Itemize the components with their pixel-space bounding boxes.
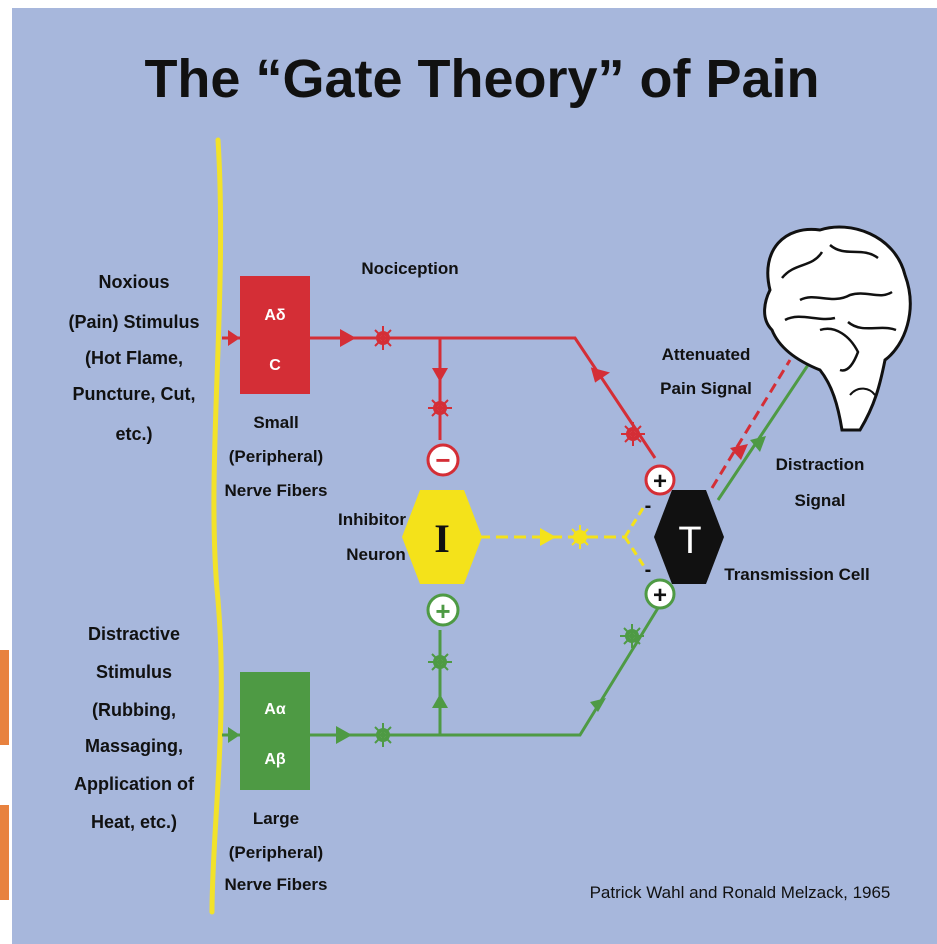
svg-text:Aβ: Aβ (264, 751, 286, 768)
svg-text:Puncture, Cut,: Puncture, Cut, (72, 384, 195, 404)
svg-text:Neuron: Neuron (346, 545, 406, 564)
svg-text:(Rubbing,: (Rubbing, (92, 700, 176, 720)
svg-text:(Peripheral): (Peripheral) (229, 843, 323, 862)
svg-text:Aδ: Aδ (264, 307, 286, 324)
svg-text:+: + (653, 582, 667, 609)
svg-text:C: C (269, 357, 281, 374)
diagram-title: The “Gate Theory” of Pain (144, 49, 819, 109)
svg-text:I: I (434, 516, 450, 561)
svg-text:Large: Large (253, 809, 299, 828)
distraction-plus-sign: + (646, 580, 674, 609)
svg-text:Inhibitor: Inhibitor (338, 510, 406, 529)
transmission-cell-label: Transmission Cell (724, 565, 870, 584)
svg-text:Massaging,: Massaging, (85, 736, 183, 756)
svg-text:Distraction: Distraction (776, 455, 865, 474)
svg-text:(Hot Flame,: (Hot Flame, (85, 348, 183, 368)
svg-text:+: + (435, 596, 450, 626)
svg-text:Aα: Aα (264, 701, 286, 718)
svg-text:Small: Small (253, 413, 298, 432)
svg-text:etc.): etc.) (115, 424, 152, 444)
diagram-background (12, 8, 937, 944)
gate-minus-top: - (645, 495, 652, 517)
svg-text:(Peripheral): (Peripheral) (229, 447, 323, 466)
svg-text:Stimulus: Stimulus (96, 662, 172, 682)
small-fiber-box: Aδ C (240, 276, 310, 394)
inhibit-minus-sign: − (428, 445, 458, 475)
svg-text:Application of: Application of (74, 774, 195, 794)
svg-text:Noxious: Noxious (98, 272, 169, 292)
svg-text:T: T (678, 520, 701, 562)
svg-text:Signal: Signal (794, 491, 845, 510)
svg-text:(Pain) Stimulus: (Pain) Stimulus (68, 312, 199, 332)
nociception-label: Nociception (361, 259, 458, 278)
pain-plus-sign: + (646, 466, 674, 495)
side-accent-bottom (0, 805, 9, 900)
svg-text:Attenuated: Attenuated (662, 345, 751, 364)
svg-text:+: + (653, 468, 667, 495)
svg-text:Nerve Fibers: Nerve Fibers (225, 875, 328, 894)
citation-credit: Patrick Wahl and Ronald Melzack, 1965 (590, 883, 891, 902)
svg-text:−: − (435, 445, 450, 475)
svg-text:Heat, etc.): Heat, etc.) (91, 812, 177, 832)
excite-plus-sign: + (428, 595, 458, 626)
svg-text:Pain Signal: Pain Signal (660, 379, 752, 398)
side-accent-top (0, 650, 9, 745)
svg-text:Nerve Fibers: Nerve Fibers (225, 481, 328, 500)
svg-text:Distractive: Distractive (88, 624, 180, 644)
gate-minus-bottom: - (645, 559, 652, 581)
large-fiber-box: Aα Aβ (240, 672, 310, 790)
